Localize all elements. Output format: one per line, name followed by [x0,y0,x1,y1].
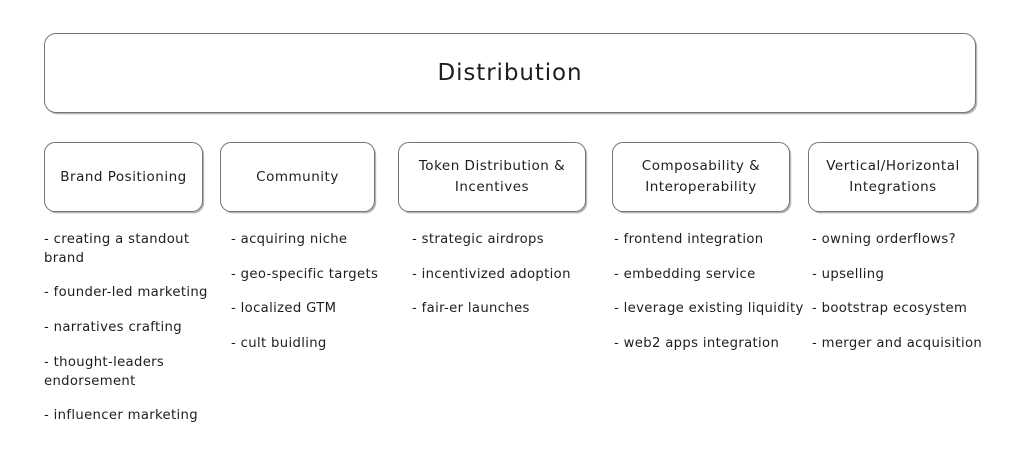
column-header-label: Brand Positioning [60,168,187,185]
list-item[interactable]: - upselling [812,266,885,282]
list-item[interactable]: - leverage existing liquidity [614,301,804,317]
column-header-composability-interoperability[interactable]: Composability & Interoperability [612,142,790,212]
list-item[interactable]: - influencer marketing [44,408,198,424]
list-item[interactable]: - acquiring niche [231,232,348,247]
list-item[interactable]: - frontend integration [614,232,764,247]
list-item[interactable]: - narratives crafting [44,320,182,336]
bullet-list-token-distribution-incentives: - strategic airdrops - incentivized adop… [412,231,592,319]
list-item[interactable]: - creating a standout brand [44,232,190,266]
list-item[interactable]: - cult buidling [231,336,327,352]
list-item[interactable]: - founder-led marketing [44,285,208,301]
bullet-list-vertical-horizontal-integrations: - owning orderflows? - upselling - boots… [812,231,992,354]
list-item[interactable]: - embedding service [614,266,756,282]
list-item[interactable]: - web2 apps integration [614,336,780,352]
list-item[interactable]: - geo-specific targets [231,266,379,282]
page-title: Distribution [437,59,583,86]
list-item[interactable]: - owning orderflows? [812,232,956,247]
list-item[interactable]: - strategic airdrops [412,232,545,247]
column-header-vertical-horizontal-integrations[interactable]: Vertical/Horizontal Integrations [808,142,978,212]
list-item[interactable]: - thought-leaders endorsement [44,354,165,389]
column-header-label: Vertical/Horizontal Integrations [826,158,960,195]
column-header-label: Community [256,168,339,185]
list-item[interactable]: - merger and acquisition [812,336,983,352]
list-item[interactable]: - localized GTM [231,301,337,317]
column-header-brand-positioning[interactable]: Brand Positioning [44,142,203,212]
list-item[interactable]: - fair-er launches [412,301,530,317]
list-item[interactable]: - incentivized adoption [412,266,571,282]
column-header-token-distribution-incentives[interactable]: Token Distribution & Incentives [398,142,586,212]
bullet-list-brand-positioning: - creating a standout brand - founder-le… [44,231,219,426]
list-item[interactable]: - bootstrap ecosystem [812,301,968,317]
board-title-box[interactable]: Distribution [44,33,976,113]
column-header-label: Token Distribution & Incentives [418,158,566,195]
column-header-label: Composability & Interoperability [641,158,761,195]
bullet-list-composability-interoperability: - frontend integration - embedding servi… [614,231,806,354]
column-header-community[interactable]: Community [220,142,375,212]
bullet-list-community: - acquiring niche - geo-specific targets… [231,231,393,354]
